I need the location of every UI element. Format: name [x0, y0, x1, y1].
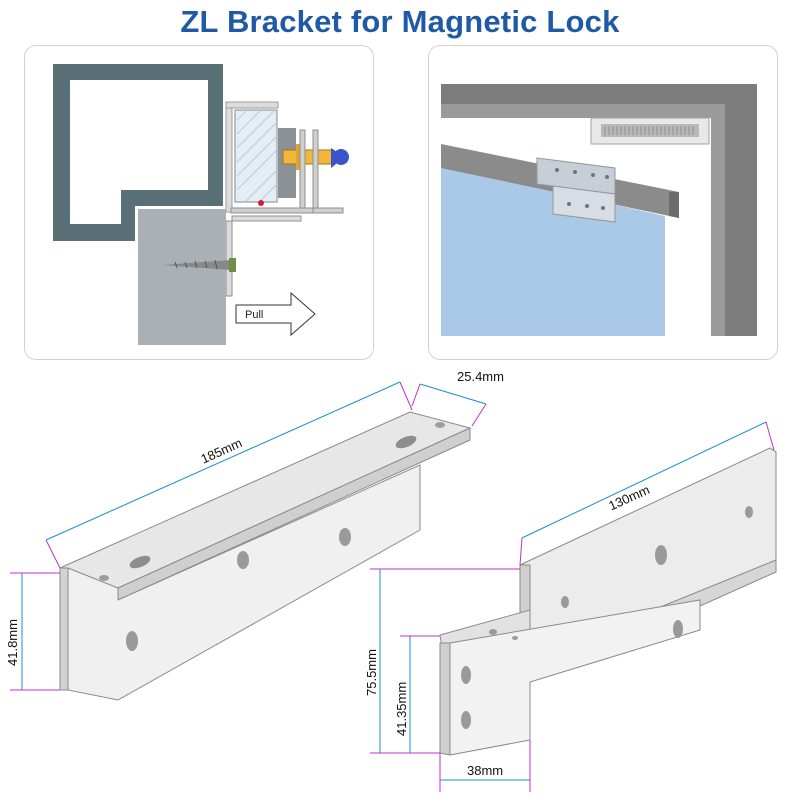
- door-panel: [138, 209, 226, 345]
- pull-label: Pull: [245, 309, 263, 321]
- dimension-41-8mm: [10, 572, 60, 691]
- page-title: ZL Bracket for Magnetic Lock: [180, 4, 620, 39]
- dimension-41-8mm-label: 41.8mm: [5, 619, 20, 666]
- door-screw: [163, 260, 231, 270]
- small-zl-bracket: [439, 447, 777, 756]
- door-frame-profile: [53, 64, 223, 241]
- installation-cross-section-diagram: Pull: [53, 64, 349, 345]
- large-l-bracket: [58, 411, 472, 701]
- dimension-130mm: [519, 421, 775, 566]
- dimension-41-35mm: [400, 635, 440, 753]
- bracket-dimension-drawings: 185mm 25.4mm 41.8mm: [5, 369, 777, 792]
- dimension-185mm: [45, 381, 413, 569]
- dimension-41-35mm-label: 41.35mm: [394, 682, 409, 736]
- magnetic-lock-body: [234, 109, 278, 203]
- door-frame-3d: [441, 84, 757, 336]
- dimension-25-4mm: [411, 383, 487, 427]
- installation-cross-section-panel: Pull: [24, 45, 374, 360]
- pull-arrow: [235, 291, 316, 337]
- dimension-25-4mm-label: 25.4mm: [457, 369, 504, 384]
- l-bracket-on-door: [225, 215, 302, 297]
- header-bracket: [225, 101, 233, 213]
- red-indicator-dot: [258, 200, 264, 206]
- dimension-75-5mm: [370, 568, 520, 754]
- installed-3d-view-diagram: [441, 84, 757, 336]
- dimension-38mm: [439, 740, 531, 792]
- mounting-bolt: [282, 149, 334, 165]
- dimension-38mm-label: 38mm: [467, 763, 503, 778]
- dimension-75-5mm-label: 75.5mm: [364, 649, 379, 696]
- installed-3d-view-panel: [428, 45, 778, 360]
